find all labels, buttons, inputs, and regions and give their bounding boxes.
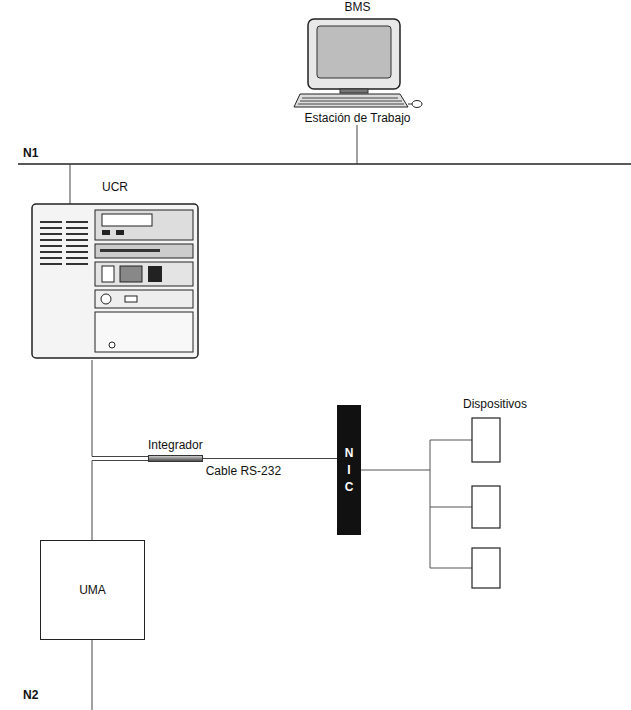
air-handler-box: UMA (40, 540, 145, 640)
controller-cabinet (32, 204, 198, 358)
drop-line (70, 164, 71, 204)
drop-line (357, 125, 358, 164)
network-line (18, 163, 631, 165)
network-line (92, 640, 93, 710)
connector (203, 458, 337, 459)
device-wiring (361, 440, 472, 568)
device-box (472, 418, 500, 588)
node-text: Estación de Trabajo (304, 111, 410, 125)
workstation: BMS Estación de Trabajo (295, 0, 420, 125)
nic-box: N I C (337, 405, 361, 535)
controller: UCR (30, 180, 200, 360)
node-text: Integrador (148, 438, 203, 452)
integrator-bar (148, 455, 203, 462)
node-text: UMA (79, 583, 106, 597)
connector (92, 461, 148, 541)
workstation-icon (294, 19, 422, 108)
network-label: N2 (22, 688, 39, 702)
group-label: Dispositivos (462, 397, 528, 411)
node-text: UCR (102, 180, 128, 194)
connector (92, 360, 148, 457)
network-label: N1 (22, 146, 39, 160)
node-text: BMS (344, 0, 370, 14)
integrator: Integrador (148, 438, 203, 462)
node-text: N I C (343, 445, 355, 496)
edge-label: Cable RS-232 (205, 464, 282, 478)
